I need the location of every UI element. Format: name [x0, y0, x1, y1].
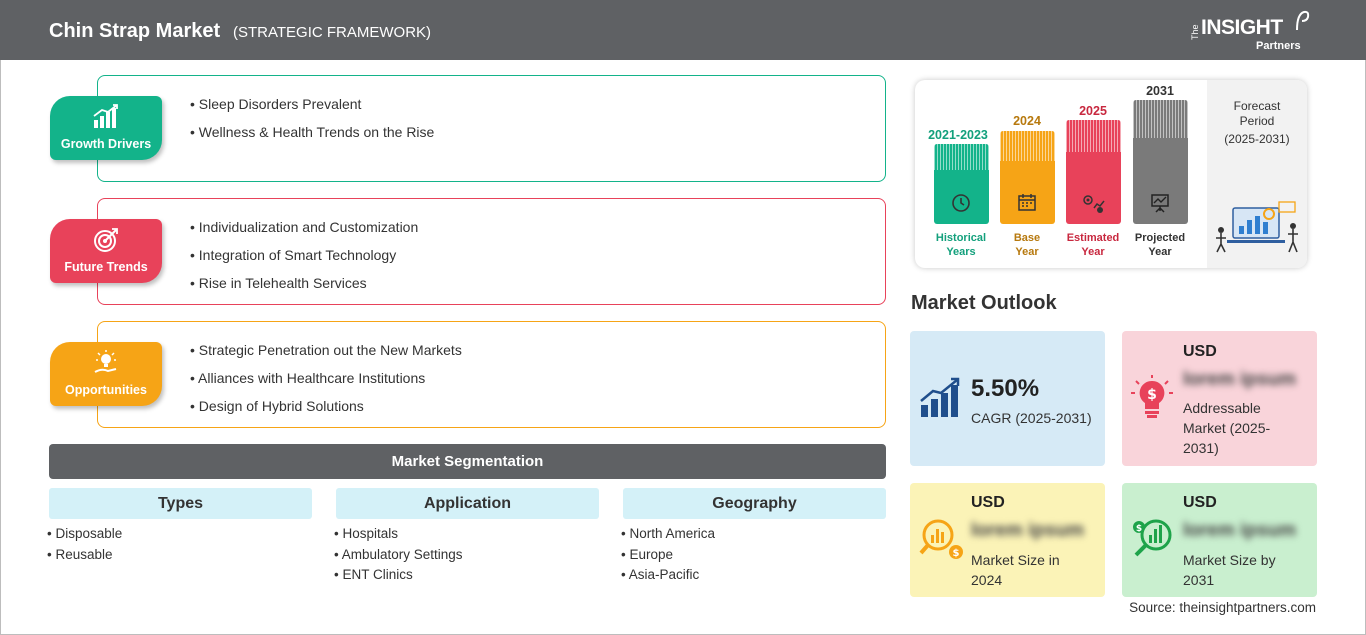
opportunities-tag: Opportunities	[50, 342, 162, 406]
list-item: Ambulatory Settings	[334, 545, 463, 566]
segment-list-application: Hospitals Ambulatory Settings ENT Clinic…	[334, 524, 463, 586]
logo-partners-text: Partners	[1256, 40, 1301, 52]
list-item: Europe	[621, 545, 715, 566]
insight-partners-logo[interactable]: The INSIGHT Partners	[1190, 10, 1320, 54]
market-size-2031-card: USD lorem ipsum $ Market Size by 2031	[1122, 483, 1317, 597]
forecast-line1: Forecast	[1233, 99, 1281, 113]
gears-chart-icon	[1083, 195, 1105, 213]
growth-drivers-list: Sleep Disorders Prevalent Wellness & Hea…	[190, 92, 435, 148]
list-item: Rise in Telehealth Services	[190, 271, 418, 299]
cagr-desc: CAGR (2025-2031)	[971, 410, 1092, 426]
addressable-market-card: USD lorem ipsum $ Addressable Market (20…	[1122, 331, 1317, 466]
list-item: Alliances with Healthcare Institutions	[190, 366, 462, 394]
list-item: ENT Clinics	[334, 565, 463, 586]
forecast-line2: Period	[1239, 114, 1275, 128]
list-item: Reusable	[47, 545, 122, 566]
future-trends-box: Individualization and Customization Inte…	[97, 198, 886, 305]
size-2031-usd: USD	[1183, 494, 1217, 511]
target-icon	[94, 228, 118, 252]
addressable-desc: Addressable Market (2025-2031)	[1183, 400, 1271, 456]
cagr-value: 5.50%	[971, 375, 1040, 402]
size-2031-value: lorem ipsum	[1183, 520, 1296, 541]
opportunities-box: Strategic Penetration out the New Market…	[97, 321, 886, 428]
growth-chart-icon	[920, 377, 960, 417]
svg-text:$: $	[953, 548, 960, 559]
analytics-team-icon	[1216, 201, 1298, 253]
svg-text:$: $	[1136, 524, 1142, 534]
growth-drivers-box: Sleep Disorders Prevalent Wellness & Hea…	[97, 75, 886, 182]
magnifier-chart-icon: $	[919, 519, 963, 559]
list-item: Design of Hybrid Solutions	[190, 394, 462, 422]
future-trends-tag: Future Trends	[50, 219, 162, 283]
year-base: 2024	[1013, 114, 1041, 128]
list-item: Strategic Penetration out the New Market…	[190, 338, 462, 366]
svg-text:$: $	[1147, 387, 1157, 403]
calendar-icon	[1018, 194, 1036, 211]
addressable-usd: USD	[1183, 343, 1217, 360]
market-outlook-title: Market Outlook	[911, 292, 1057, 314]
size-2024-usd: USD	[971, 494, 1005, 511]
list-item: Integration of Smart Technology	[190, 243, 418, 271]
logo-swoosh-icon	[1296, 10, 1310, 31]
presentation-board-icon	[1151, 194, 1169, 213]
page-subtitle: (STRATEGIC FRAMEWORK)	[233, 24, 432, 41]
history-clock-icon	[952, 194, 970, 212]
header-bar: Chin Strap Market (STRATEGIC FRAMEWORK) …	[0, 0, 1366, 60]
market-size-2024-card: USD lorem ipsum $ Market Size in 2024	[910, 483, 1105, 597]
opportunities-label: Opportunities	[65, 383, 147, 397]
size-2024-value: lorem ipsum	[971, 520, 1084, 541]
list-item: Disposable	[47, 524, 122, 545]
list-item: Hospitals	[334, 524, 463, 545]
logo-insight-text: INSIGHT	[1201, 16, 1283, 39]
list-item: North America	[621, 524, 715, 545]
bar-historical	[934, 144, 989, 224]
segment-heading-types: Types	[49, 488, 312, 519]
list-item: Wellness & Health Trends on the Rise	[190, 120, 435, 148]
segment-heading-geography: Geography	[623, 488, 886, 519]
bar-projected	[1133, 100, 1188, 224]
bar-base	[1000, 131, 1055, 224]
year-historical: 2021-2023	[928, 128, 988, 142]
future-trends-list: Individualization and Customization Inte…	[190, 215, 418, 299]
list-item: Asia-Pacific	[621, 565, 715, 586]
future-trends-label: Future Trends	[64, 260, 148, 274]
magnifier-growth-icon: $	[1133, 519, 1172, 557]
forecast-line3: (2025-2031)	[1224, 132, 1290, 146]
addressable-value: lorem ipsum	[1183, 369, 1296, 390]
year-estimated: 2025	[1079, 104, 1107, 118]
segment-list-geography: North America Europe Asia-Pacific	[621, 524, 715, 586]
opportunities-list: Strategic Penetration out the New Market…	[190, 338, 462, 422]
segment-heading-application: Application	[336, 488, 599, 519]
bar-estimated	[1066, 120, 1121, 224]
lightbulb-hand-icon	[94, 350, 117, 373]
page-title: Chin Strap Market	[49, 20, 221, 42]
size-2024-desc: Market Size in 2024	[971, 552, 1060, 588]
list-item: Sleep Disorders Prevalent	[190, 92, 434, 120]
year-projected: 2031	[1146, 84, 1174, 98]
bar-chart-icon	[93, 104, 118, 128]
dollar-bulb-icon: $	[1131, 375, 1173, 418]
logo-the-text: The	[1190, 24, 1200, 40]
list-item: Individualization and Customization	[190, 215, 418, 243]
market-segmentation-title: Market Segmentation	[49, 444, 886, 479]
source-credit[interactable]: Source: theinsightpartners.com	[1129, 600, 1316, 615]
growth-drivers-label: Growth Drivers	[60, 137, 152, 151]
growth-drivers-tag: Growth Drivers	[50, 96, 162, 160]
cagr-card: 5.50% CAGR (2025-2031)	[910, 331, 1105, 466]
segment-list-types: Disposable Reusable	[47, 524, 122, 565]
size-2031-desc: Market Size by 2031	[1183, 552, 1276, 588]
